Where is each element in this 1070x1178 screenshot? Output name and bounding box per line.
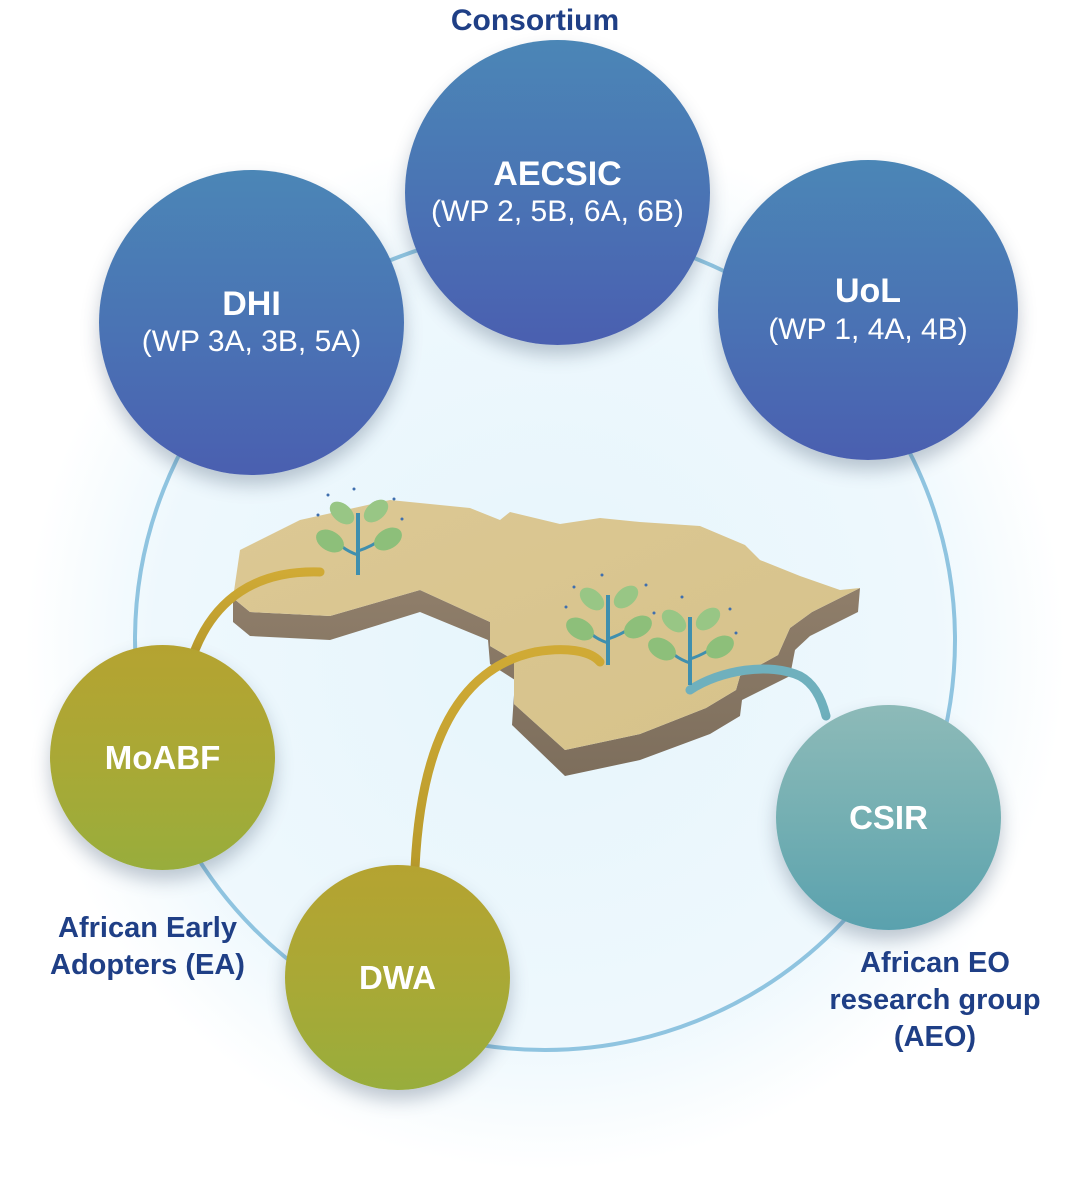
plant-icon [316, 487, 404, 575]
node-aecsic: AECSIC (WP 2, 5B, 6A, 6B) [405, 40, 710, 345]
node-csir: CSIR [776, 705, 1001, 930]
node-dwa-name: DWA [359, 958, 436, 996]
connector-csir [685, 664, 831, 721]
plant-icon [648, 595, 738, 685]
connector-moabf [190, 567, 325, 655]
node-csir-name: CSIR [849, 798, 928, 836]
plant-icon [564, 573, 652, 665]
caption-research-group-line3: (AEO) [893, 1021, 977, 1054]
caption-research-group-line1: African EO [860, 947, 1010, 979]
caption-early-adopters: African Early Adopters (EA) [20, 910, 275, 984]
node-moabf-name: MoABF [104, 738, 221, 776]
node-uol-name: UoL [834, 272, 902, 311]
caption-research-group: African EO research group (AEO) [800, 945, 1070, 1056]
land-top [233, 500, 860, 750]
caption-early-adopters-line2: Adopters (EA) [50, 949, 245, 982]
node-dhi-wp: (WP 3A, 3B, 5A) [141, 325, 362, 359]
node-uol-wp: (WP 1, 4A, 4B) [768, 312, 968, 346]
node-dhi: DHI (WP 3A, 3B, 5A) [99, 170, 404, 475]
connector-dwa [410, 645, 605, 873]
node-dhi-name: DHI [222, 284, 281, 323]
node-aecsic-name: AECSIC [493, 154, 622, 193]
node-dwa: DWA [285, 865, 510, 1090]
node-uol: UoL (WP 1, 4A, 4B) [718, 160, 1018, 460]
caption-research-group-line2: research group [829, 984, 1041, 1017]
node-moabf: MoABF [50, 645, 275, 870]
caption-early-adopters-line1: African Early [58, 912, 237, 944]
diagram-title: Consortium [450, 4, 620, 37]
land-side [233, 588, 860, 776]
node-aecsic-wp: (WP 2, 5B, 6A, 6B) [431, 195, 684, 229]
